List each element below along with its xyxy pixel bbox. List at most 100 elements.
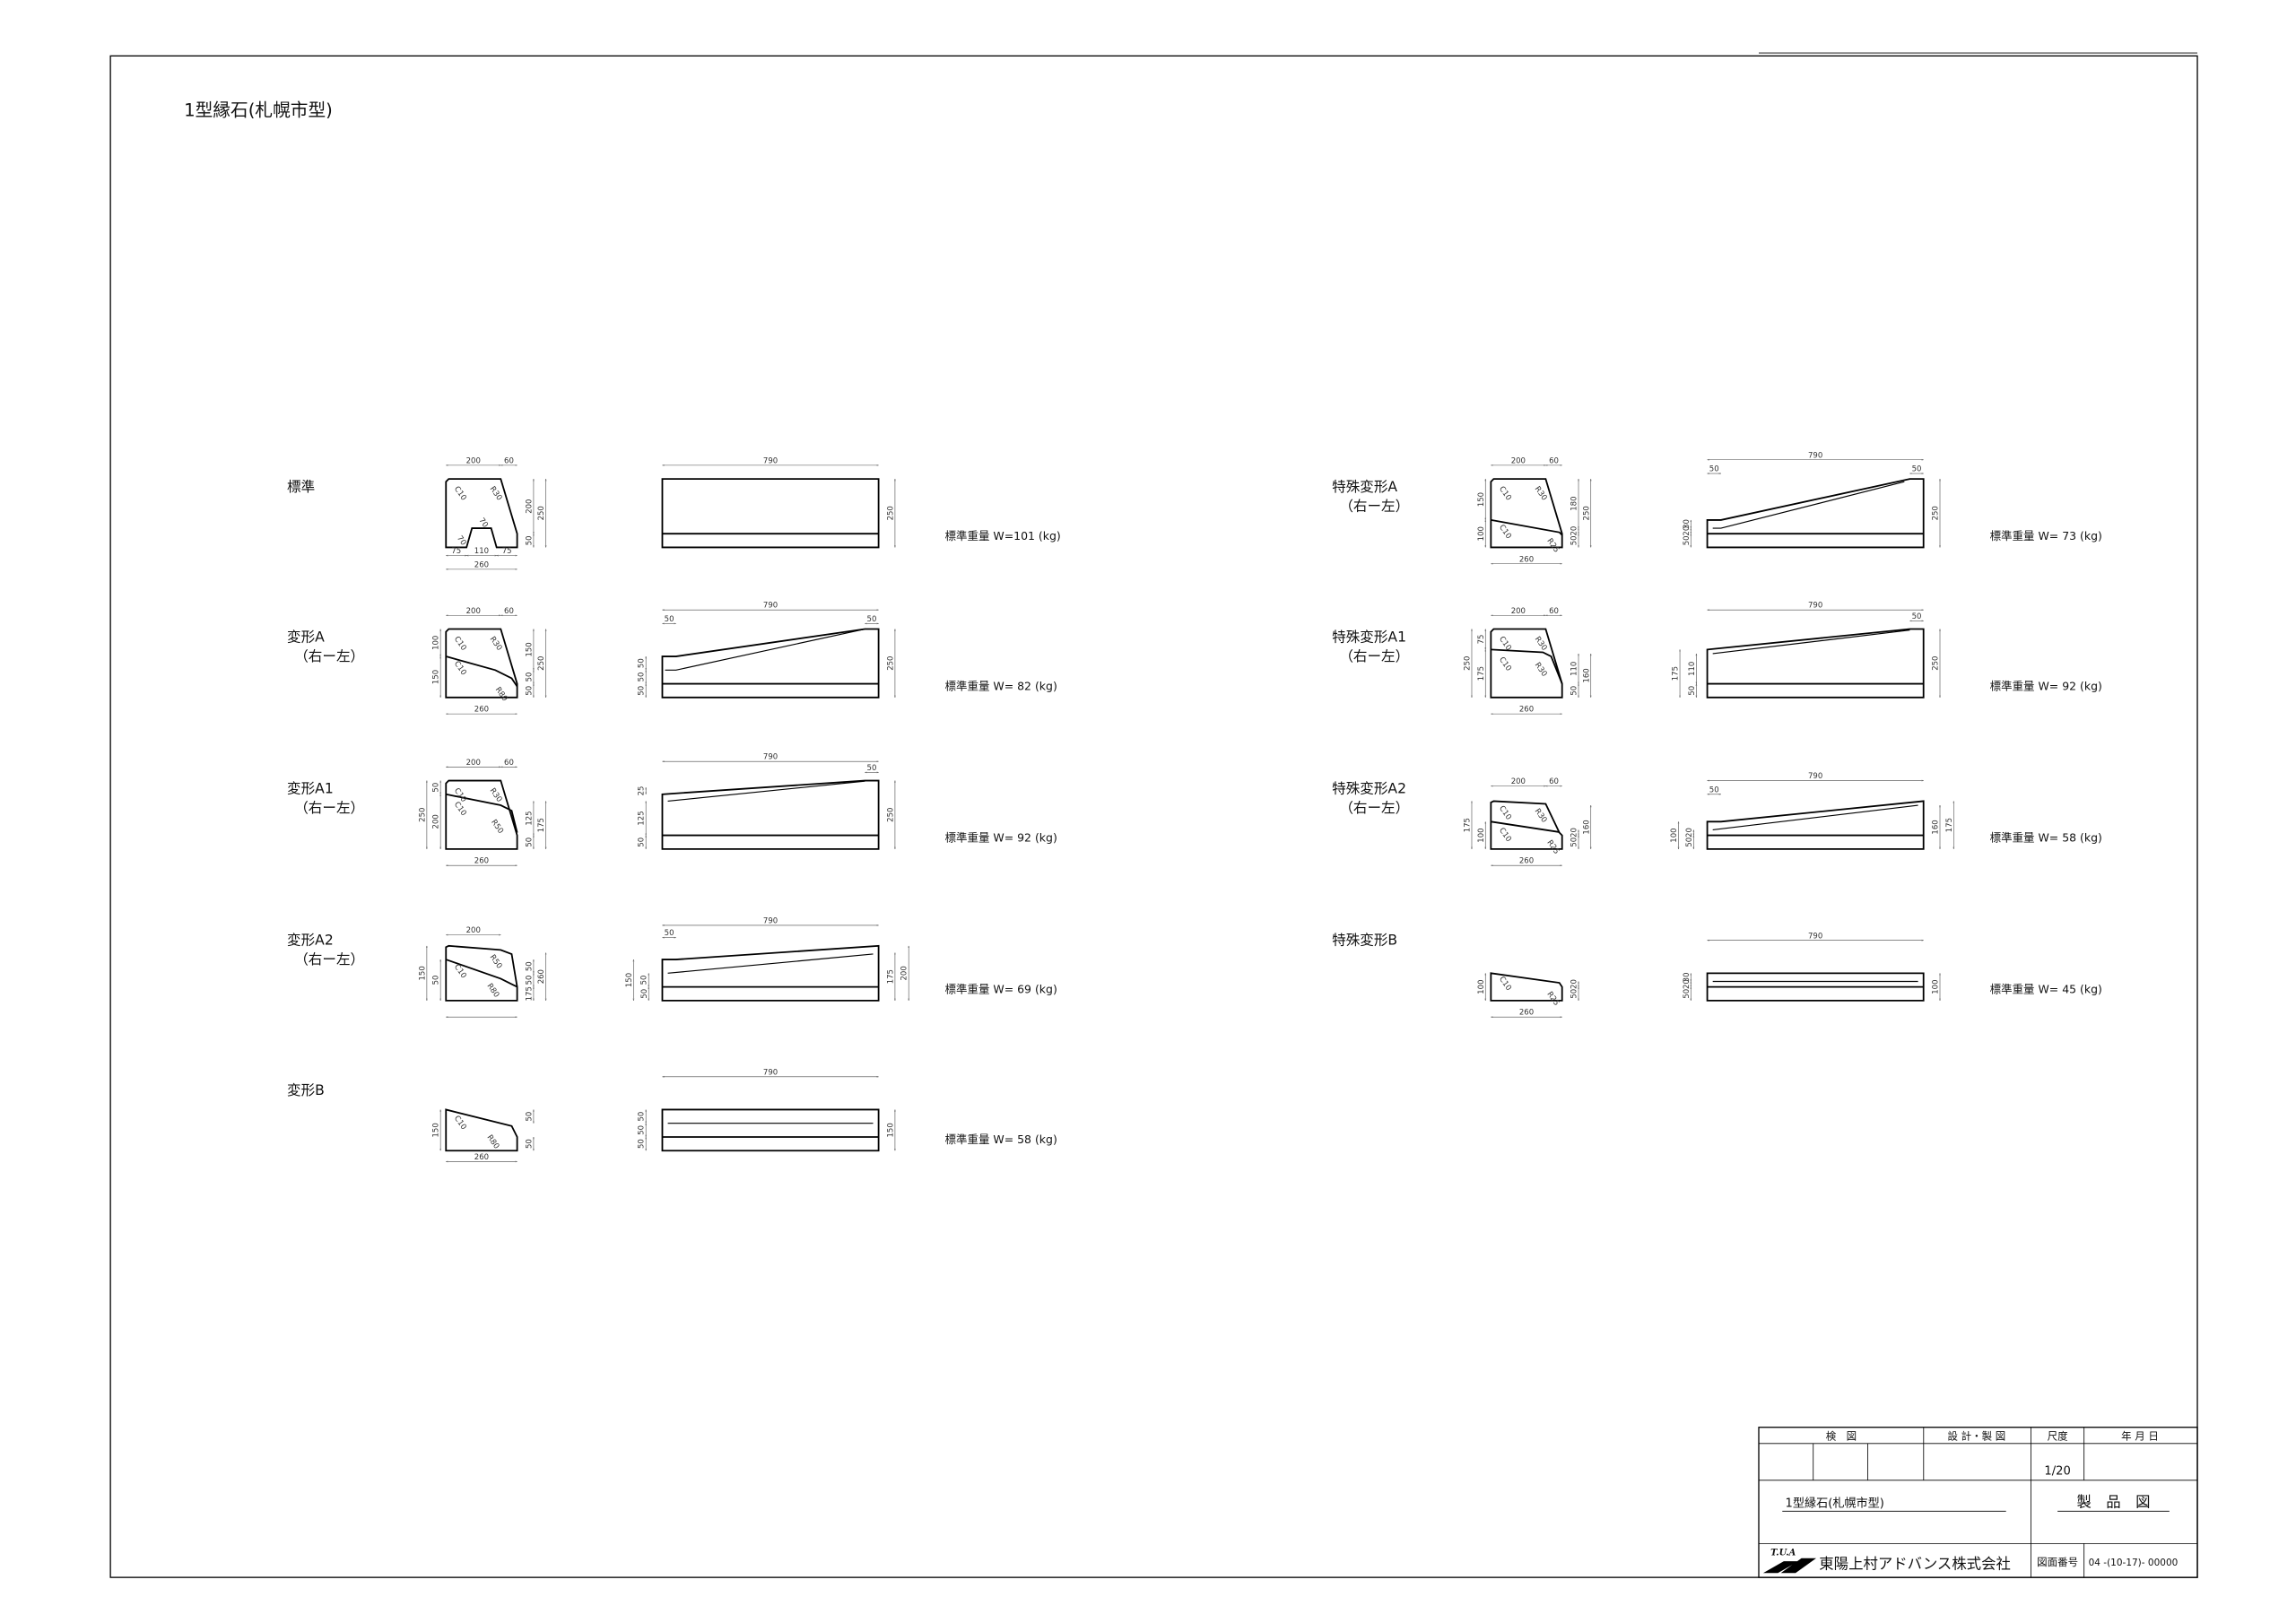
elevation-dimension-label: 50 — [665, 929, 674, 938]
radius-note: R30 — [488, 485, 504, 502]
company-name: 東陽上村アドバンス株式会社 — [1819, 1555, 2011, 1572]
section-dimension-label: 75 — [451, 547, 461, 556]
section-dimension-label: 75 — [1477, 635, 1486, 645]
elevation-dimension-label: 790 — [1808, 772, 1822, 781]
curb-type-label: 特殊変形A1 — [1332, 629, 1406, 645]
standard-weight: 標準重量 W= 58 (kg) — [945, 1133, 1057, 1146]
section-dimension-label: 100 — [432, 636, 441, 650]
curb-type-label: 変形A — [287, 629, 325, 645]
section-dimension-label: 100 — [1477, 979, 1486, 994]
elevation-dimension-label: 20 — [1683, 526, 1692, 536]
drawing-number: 04 -(10-17)- 00000 — [2089, 1558, 2179, 1568]
section-dimension-label: 50 — [432, 783, 441, 793]
section-dimension-label: 200 — [466, 607, 481, 616]
elevation-dimension-label: 790 — [1808, 602, 1822, 611]
chamfer-line — [665, 628, 865, 671]
section-outline — [1490, 972, 1563, 1002]
section-cut-line — [1491, 519, 1563, 536]
elevation-dimension-label: 250 — [886, 808, 895, 822]
elevation-dimension-label: 30 — [1683, 972, 1692, 982]
section-dimension-label: 200 — [1511, 777, 1526, 786]
section-dimension-label: 250 — [537, 656, 546, 671]
elevation-dimension-label: 50 — [1709, 465, 1719, 474]
section-dimension-label: 200 — [432, 814, 441, 829]
radius-note: C10 — [1497, 826, 1513, 843]
radius-note: C10 — [452, 963, 468, 980]
standard-weight: 標準重量 W= 45 (kg) — [1990, 983, 2102, 996]
section-dimension-label: 175 — [1464, 818, 1473, 832]
section-dimension-label: 200 — [1511, 456, 1526, 465]
elevation-outline — [661, 478, 880, 549]
elevation-dimension-label: 50 — [1688, 686, 1697, 696]
section-dimension-label: 50 — [525, 1139, 534, 1149]
elevation-dimension-label: 790 — [763, 456, 778, 465]
section-dimension-label: 50 — [525, 976, 534, 985]
chamfer-line — [667, 953, 874, 974]
section-dimension-label: 60 — [504, 607, 514, 616]
elevation-dimension-label: 790 — [763, 916, 778, 925]
elevation-dimension-label: 100 — [1670, 828, 1679, 842]
section-dimension-label: 260 — [474, 560, 489, 569]
elevation-dimension-label: 50 — [1912, 612, 1922, 621]
drawing-number-label: 図面番号 — [2037, 1556, 2078, 1568]
section-dimension-label: 60 — [1549, 607, 1559, 616]
elevation-outline — [1706, 628, 1925, 699]
section-dimension-label: 260 — [1519, 857, 1534, 866]
section-dimension-label: 150 — [418, 966, 427, 980]
section-dimension-label: 260 — [474, 1153, 489, 1162]
elevation-dimension-label: 150 — [625, 973, 634, 987]
elevation-dimension-label: 50 — [638, 1125, 647, 1135]
section-outline — [445, 628, 518, 699]
elevation-dimension-label: 50 — [638, 838, 647, 847]
section-dimension-label: 110 — [1570, 662, 1579, 676]
elevation-outline — [661, 944, 880, 1002]
elevation-dimension-label: 50 — [1709, 785, 1719, 794]
section-dimension-label: 175 — [1477, 666, 1486, 681]
elevation-dimension-label: 50 — [867, 764, 877, 773]
section-dimension-label: 50 — [432, 976, 441, 985]
radius-note: R30 — [1533, 661, 1549, 678]
curb-type-direction: （右ー左） — [294, 951, 364, 968]
elevation-dimension-label: 790 — [763, 753, 778, 762]
section-dimension-label: 100 — [1477, 828, 1486, 842]
radius-note: C10 — [1497, 804, 1513, 821]
section-dimension-label: 260 — [1519, 555, 1534, 564]
section-cut-line — [445, 959, 518, 988]
radius-note: C10 — [1497, 485, 1513, 502]
radius-note: C10 — [1497, 975, 1513, 992]
section-dimension-label: 175 — [525, 986, 534, 1001]
section-cut-line — [446, 655, 518, 688]
radius-note: C10 — [452, 635, 468, 652]
radius-note: R25 — [1544, 838, 1561, 855]
elevation-dimension-label: 30 — [1683, 519, 1692, 529]
curb-type-label: 変形A2 — [287, 933, 334, 949]
drawing-name: 1型縁石(札幌市型) — [1786, 1495, 1884, 1510]
radius-note: R30 — [1533, 485, 1549, 502]
radius-note: 70 — [455, 534, 467, 548]
date-header: 年 月 日 — [2121, 1430, 2159, 1443]
elevation-dimension-label: 160 — [1932, 820, 1941, 834]
elevation-outline — [1706, 478, 1925, 549]
radius-note: R30 — [488, 786, 504, 803]
section-cut-line — [1491, 648, 1563, 684]
section-dimension-label: 75 — [502, 547, 512, 556]
section-dimension-label: 20 — [1570, 979, 1579, 989]
elevation-dimension-label: 50 — [638, 658, 647, 668]
elevation-outline — [1706, 972, 1925, 1002]
